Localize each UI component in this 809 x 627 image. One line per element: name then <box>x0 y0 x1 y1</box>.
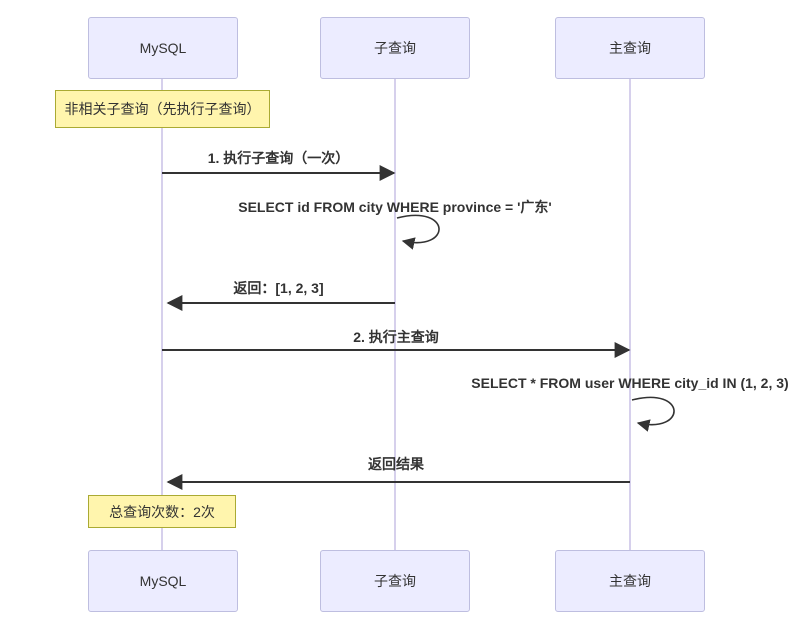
lifeline-mainquery <box>629 79 631 550</box>
note-text: 总查询次数：2次 <box>109 503 215 520</box>
self-loop-subquery <box>396 214 440 250</box>
actor-label: 主查询 <box>609 40 651 56</box>
message-subquery-sql: SELECT id FROM city WHERE province = '广东… <box>238 199 552 215</box>
actor-bottom-subquery: 子查询 <box>320 550 470 612</box>
actor-bottom-mainquery: 主查询 <box>555 550 705 612</box>
message-return-ids: 返回：[1, 2, 3] <box>233 280 324 296</box>
self-loop-mainquery <box>631 396 675 432</box>
message-execute-mainquery: 2. 执行主查询 <box>353 329 439 345</box>
actor-label: MySQL <box>139 573 187 589</box>
actor-top-subquery: 子查询 <box>320 17 470 79</box>
actor-label: MySQL <box>139 40 187 56</box>
actor-bottom-mysql: MySQL <box>88 550 238 612</box>
message-execute-subquery: 1. 执行子查询（一次） <box>207 150 350 166</box>
actor-label: 子查询 <box>374 573 416 589</box>
lifeline-mysql <box>161 79 163 550</box>
actor-label: 主查询 <box>609 573 651 589</box>
note-total-query-count: 总查询次数：2次 <box>88 495 236 528</box>
note-text: 非相关子查询（先执行子查询） <box>64 101 261 117</box>
actor-label: 子查询 <box>374 40 416 56</box>
lifeline-subquery <box>394 79 396 550</box>
actor-top-mysql: MySQL <box>88 17 238 79</box>
note-uncorrelated-subquery: 非相关子查询（先执行子查询） <box>55 90 270 128</box>
message-return-result: 返回结果 <box>368 456 424 472</box>
actor-top-mainquery: 主查询 <box>555 17 705 79</box>
message-mainquery-sql: SELECT * FROM user WHERE city_id IN (1, … <box>471 375 789 391</box>
